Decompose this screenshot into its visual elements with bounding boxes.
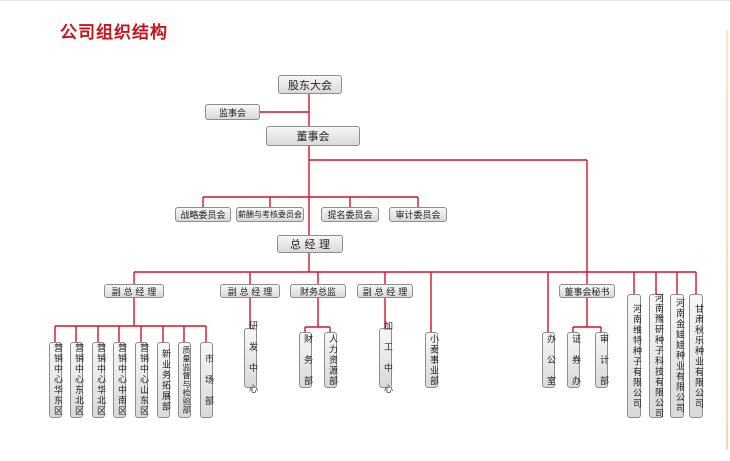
node-henan-weite: 河南维特种子有限公司 bbox=[627, 294, 641, 418]
node-office: 办 公 室 bbox=[542, 332, 555, 388]
node-sales-center-northeast: 营销中心东北区 bbox=[70, 342, 83, 418]
node-board-secretary: 董事会秘书 bbox=[559, 284, 615, 298]
node-securities-dept: 证 券 办 bbox=[567, 332, 580, 388]
node-deputy-gm-1: 副 总 经 理 bbox=[104, 284, 164, 298]
top-rule bbox=[0, 0, 730, 1]
node-henan-jinwawa: 河南金娃娃种业有限公司 bbox=[670, 294, 684, 418]
node-processing-center: 加 工 中 心 bbox=[379, 321, 392, 395]
node-deputy-gm-2: 副 总 经 理 bbox=[220, 284, 280, 298]
node-sales-center-north-china: 营销中心华北区 bbox=[92, 342, 105, 418]
node-sales-center-central-south: 营销中心中南区 bbox=[113, 342, 126, 418]
node-general-manager: 总 经 理 bbox=[277, 235, 343, 253]
node-sales-center-east-china: 营销中心华东区 bbox=[49, 342, 62, 418]
node-rd-center: 研 发 中 心 bbox=[244, 321, 257, 395]
node-audit-dept: 审 计 部 bbox=[595, 332, 608, 388]
node-market-dept: 市 场 部 bbox=[200, 342, 213, 418]
node-nomination-committee: 提名委员会 bbox=[321, 207, 379, 222]
node-board-of-directors: 董事会 bbox=[266, 126, 360, 146]
node-supervisory-board: 监事会 bbox=[205, 104, 260, 120]
node-shareholders-meeting: 股东大会 bbox=[278, 75, 342, 94]
node-audit-committee: 审计委员会 bbox=[389, 207, 447, 222]
node-hr-dept: 人力资源部 bbox=[324, 332, 337, 388]
right-edge-decoration bbox=[726, 30, 728, 450]
page-title: 公司组织结构 bbox=[60, 23, 168, 43]
node-remuneration-committee: 薪酬与考核委员会 bbox=[236, 207, 304, 222]
node-strategy-committee: 战略委员会 bbox=[175, 207, 231, 222]
node-sales-center-shandong: 营销中心山东区 bbox=[135, 342, 148, 418]
node-finance-director: 财务总监 bbox=[290, 284, 346, 298]
node-quality-inspection: 质量监督与检验部 bbox=[178, 342, 191, 418]
node-gansu-qiule: 甘肃秋乐种业有限公司 bbox=[689, 294, 703, 418]
node-henan-yuyan: 河南豫研种子科技有限公司 bbox=[649, 293, 663, 419]
node-wheat-division: 小麦事业部 bbox=[425, 332, 438, 388]
node-deputy-gm-3: 副 总 经 理 bbox=[357, 284, 413, 298]
node-new-business-dev: 新业务拓展部 bbox=[157, 342, 170, 418]
node-finance-dept: 财 务 部 bbox=[299, 332, 312, 388]
